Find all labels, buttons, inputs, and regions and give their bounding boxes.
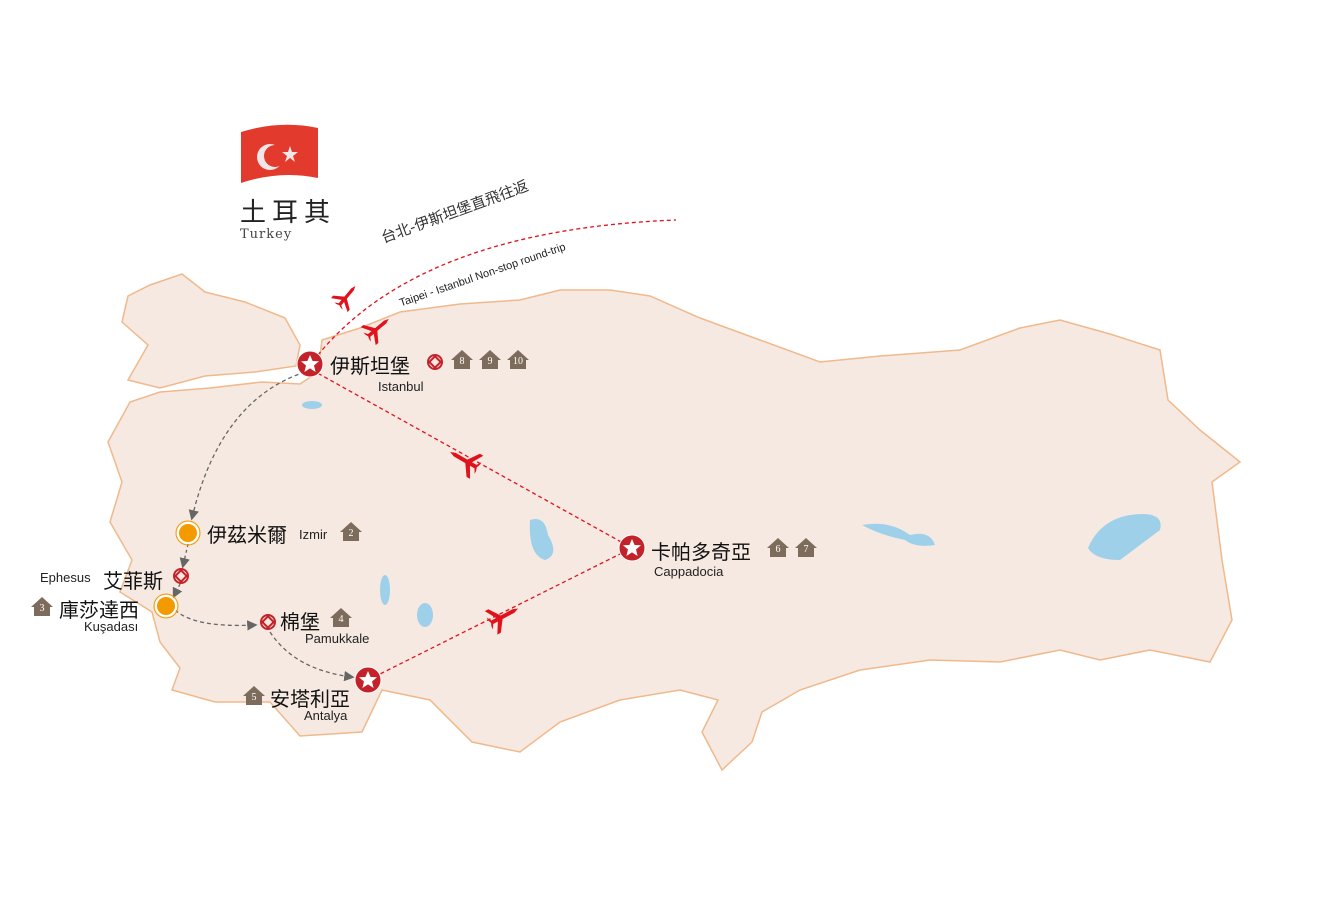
lakes [302,401,1161,627]
hotel-night-icon: 8 [451,349,473,369]
city-izmir-en: Izmir [299,527,328,542]
city-izmir-zh: 伊茲米爾 [207,523,287,547]
city-pamukkale-zh: 棉堡 [280,610,320,634]
hotel-night-icon: 6 [767,537,789,557]
city-antalya-zh: 安塔利亞 [270,687,350,711]
hotel-night-icon: 7 [795,537,817,557]
hotel-night-icon: 9 [479,349,501,369]
city-ephesus-zh: 艾菲斯 [103,569,163,593]
city-antalya-en: Antalya [304,708,348,723]
country-name-en: Turkey [240,227,293,242]
plane-icon [329,279,364,314]
city-ephesus-en: Ephesus [40,570,91,585]
city-cappadocia-en: Cappadocia [654,564,724,579]
star-markers [296,350,646,694]
hotel-night-icon: 4 [330,607,352,627]
country-name-zh: 土耳其 [240,198,337,228]
anatolia-landmass [107,289,1242,772]
route-ephesus-kusadasi [172,583,183,599]
unesco-icons [173,354,443,630]
route-pamukkale-antalya [269,631,355,682]
route-kusadasi-pamukkale [174,609,258,631]
city-istanbul-zh: 伊斯坦堡 [330,354,410,378]
hotel-night-icon: 5 [243,685,265,705]
route-izmir-ephesus [179,543,190,569]
city-cappadocia-zh: 卡帕多奇亞 [651,540,751,564]
flight-route-taipei [317,219,677,356]
city-pamukkale-en: Pamukkale [305,631,370,646]
hotel-night-icon: 10 [507,349,529,369]
city-kusadasi-zh: 庫莎達西 [59,598,139,622]
route-istanbul-izmir [188,371,306,521]
hotel-night-icon: 2 [340,521,362,541]
turkey-flag [241,124,318,183]
route-antalya-cappadocia [367,547,633,681]
city-istanbul-en: Istanbul [378,379,424,394]
thrace-landmass [121,273,301,389]
city-kusadasi-en: Kuşadası [84,619,139,634]
orange-markers [153,520,201,619]
hotel-night-icon: 3 [31,596,53,616]
